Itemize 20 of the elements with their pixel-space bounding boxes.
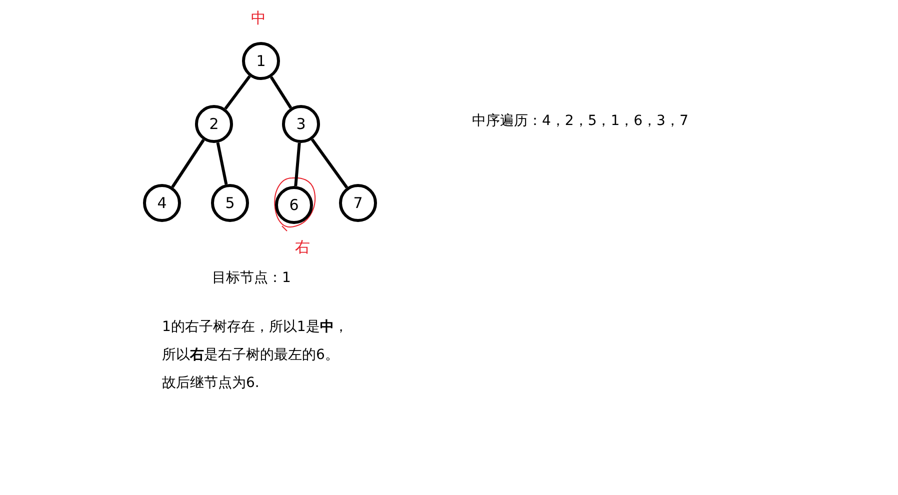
tree-node-circle: 3 [282,105,320,143]
tree-edge [216,142,228,185]
tree-edge [270,76,292,109]
annotation-label: 中 [251,11,266,26]
tree-node-circle: 6 [275,186,313,224]
traversal-text: 中序遍历：4，2，5，1，6，3，7 [472,114,688,128]
tree-edge [171,139,205,188]
target-node-text: 目标节点：1 [212,271,291,285]
explanation-text: 故后继节点为6. [162,376,260,390]
tree-node-circle: 4 [143,184,181,222]
tree-node-circle: 5 [211,184,249,222]
tree-node-circle: 1 [242,42,280,80]
annotation-label: 右 [295,240,310,255]
explanation-text: 1的右子树存在，所以1是中， [162,320,348,334]
tree-node-circle: 2 [195,105,233,143]
tree-edge [294,142,301,186]
tree-edge [310,138,348,188]
tree-edge [224,75,251,110]
tree-node-circle: 7 [339,184,377,222]
explanation-text: 所以右是右子树的最左的6。 [162,348,339,362]
